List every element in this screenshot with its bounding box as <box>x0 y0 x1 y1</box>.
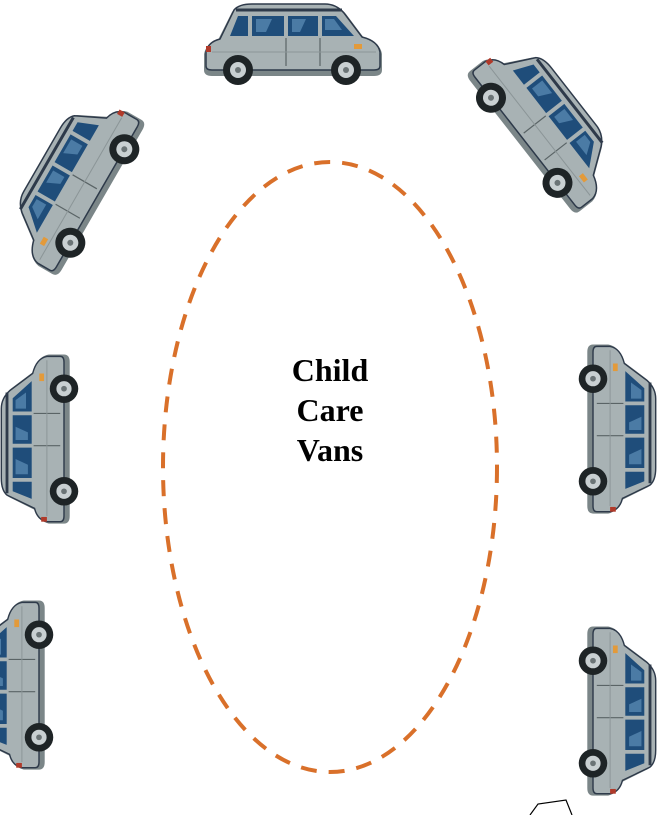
center-label-line-1: Child <box>230 350 430 390</box>
center-label: Child Care Vans <box>230 350 430 470</box>
minivan-icon <box>579 345 656 514</box>
minivan-icon <box>458 30 631 220</box>
partial-outline-shape <box>530 800 572 815</box>
minivan-icon <box>1 355 78 524</box>
minivan-icon <box>579 627 656 796</box>
minivan-icon <box>0 87 154 282</box>
center-label-line-3: Vans <box>230 430 430 470</box>
center-label-line-2: Care <box>230 390 430 430</box>
minivan-icon <box>0 601 53 770</box>
minivan-icon <box>204 4 382 85</box>
